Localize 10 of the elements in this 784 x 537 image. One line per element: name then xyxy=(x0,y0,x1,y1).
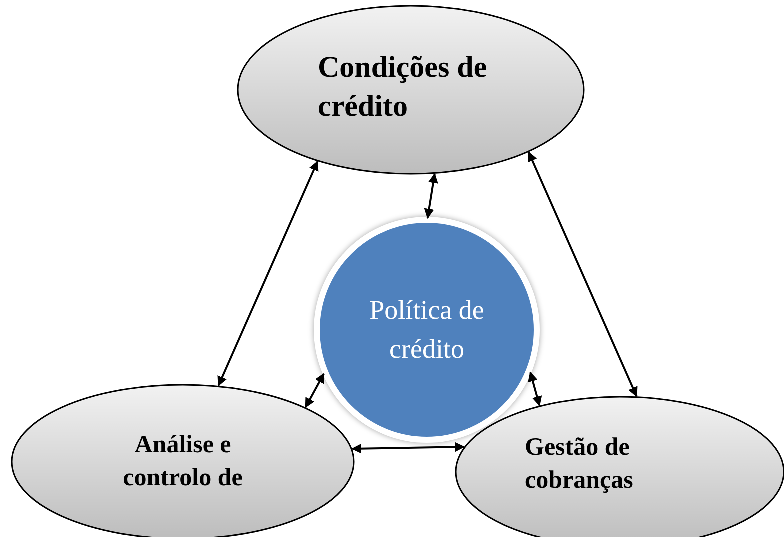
node-label: Política de crédito xyxy=(368,294,486,366)
double-arrow xyxy=(304,373,325,408)
double-arrow xyxy=(528,372,542,407)
double-arrow xyxy=(424,173,438,219)
double-arrow xyxy=(528,152,638,398)
double-arrow xyxy=(352,442,466,454)
node-label: Gestão de cobranças xyxy=(525,433,634,496)
node-label: Condições de crédito xyxy=(318,50,488,125)
double-arrow xyxy=(218,160,319,387)
node-label: Análise e controlo de xyxy=(122,430,244,493)
